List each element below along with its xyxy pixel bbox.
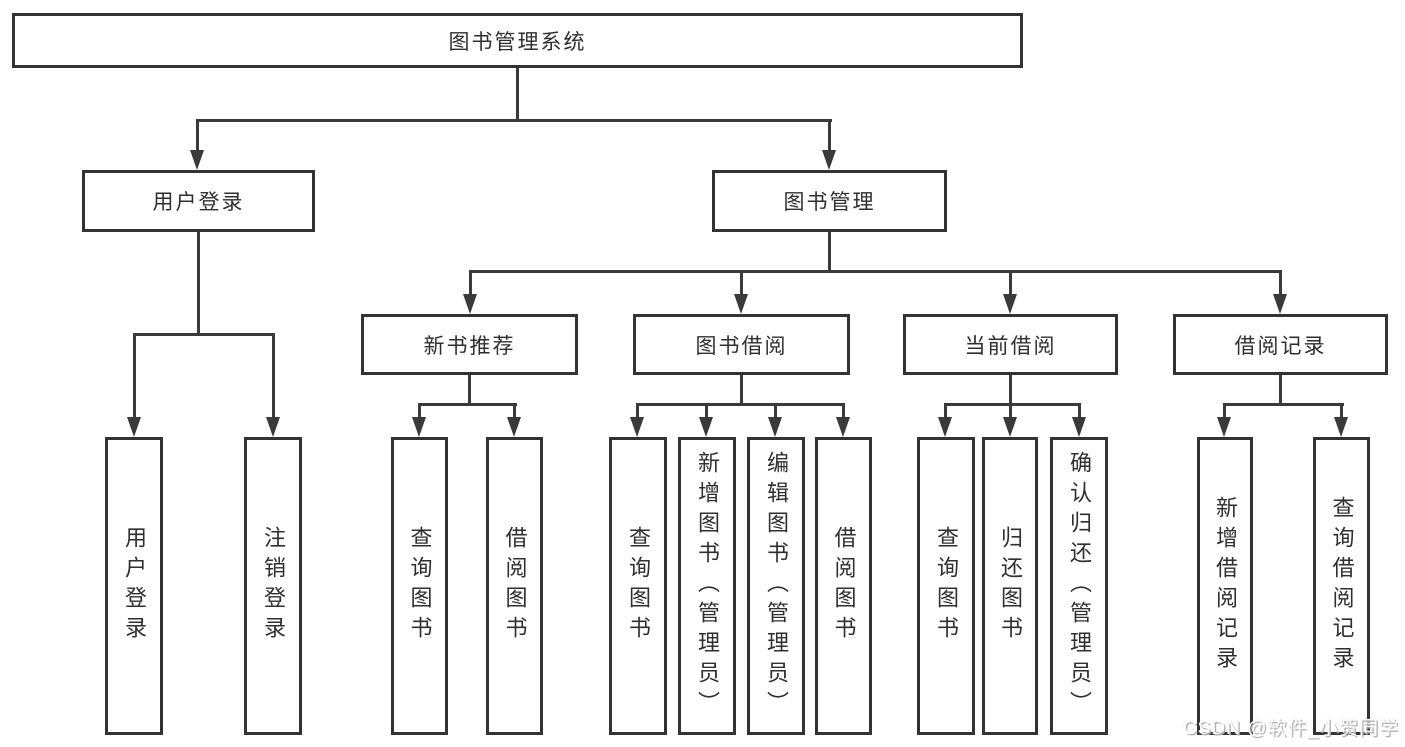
connector-arrowhead-icon — [1003, 294, 1017, 314]
connector-arrowhead-icon — [734, 294, 748, 314]
connector-line — [1078, 403, 1081, 421]
connector-line — [944, 403, 1081, 406]
connector-arrowhead-icon — [1273, 294, 1287, 314]
leaf-query-books-3: 查询图书 — [917, 437, 975, 735]
connector-line — [842, 403, 845, 421]
connector-arrowhead-icon — [768, 417, 782, 437]
connector-line — [469, 270, 472, 297]
connector-line — [468, 375, 471, 406]
node-new-book-recommend: 新书推荐 — [361, 314, 578, 375]
connector-arrowhead-icon — [507, 417, 521, 437]
leaf-borrow-books-2: 借阅图书 — [815, 437, 872, 735]
connector-line — [1340, 403, 1343, 421]
node-root: 图书管理系统 — [12, 13, 1023, 68]
connector-line — [740, 375, 743, 406]
node-book-borrow: 图书借阅 — [633, 314, 850, 375]
leaf-return-book: 归还图书 — [982, 437, 1038, 735]
connector-line — [418, 403, 517, 406]
node-book-management: 图书管理 — [712, 170, 947, 232]
leaf-add-borrow-record: 新增借阅记录 — [1197, 437, 1253, 735]
connector-line — [828, 232, 831, 273]
connector-line — [705, 403, 708, 421]
connector-line — [1279, 375, 1282, 406]
connector-arrowhead-icon — [630, 417, 644, 437]
connector-arrowhead-icon — [836, 417, 850, 437]
node-current-borrow: 当前借阅 — [903, 314, 1118, 375]
connector-arrowhead-icon — [1334, 417, 1348, 437]
connector-arrowhead-icon — [463, 294, 477, 314]
connector-arrowhead-icon — [190, 150, 204, 170]
connector-line — [516, 68, 519, 120]
csdn-watermark: CSDN @软件_小贺同学 — [1183, 718, 1399, 739]
connector-line — [1223, 403, 1344, 406]
connector-line — [774, 403, 777, 421]
connector-arrowhead-icon — [1072, 417, 1086, 437]
connector-line — [944, 403, 947, 421]
connector-line — [1009, 270, 1012, 297]
connector-line — [1223, 403, 1226, 421]
connector-line — [1009, 375, 1012, 406]
connector-line — [133, 333, 275, 336]
leaf-user-login: 用户登录 — [105, 437, 163, 735]
connector-line — [1009, 403, 1012, 421]
connector-arrowhead-icon — [412, 417, 426, 437]
leaf-borrow-books-1: 借阅图书 — [486, 437, 543, 735]
connector-arrowhead-icon — [266, 417, 280, 437]
connector-line — [828, 119, 831, 152]
leaf-query-borrow-record: 查询借阅记录 — [1313, 437, 1370, 735]
node-borrow-records: 借阅记录 — [1173, 314, 1388, 375]
connector-line — [469, 270, 1282, 273]
connector-arrowhead-icon — [938, 417, 952, 437]
leaf-logout: 注销登录 — [244, 437, 302, 735]
connector-line — [196, 119, 832, 122]
connector-line — [1279, 270, 1282, 297]
leaf-query-books-1: 查询图书 — [391, 437, 448, 735]
connector-arrowhead-icon — [699, 417, 713, 437]
connector-arrowhead-icon — [1217, 417, 1231, 437]
node-user-login: 用户登录 — [82, 170, 315, 232]
connector-arrowhead-icon — [1003, 417, 1017, 437]
leaf-confirm-return-admin: 确认归还（管理员） — [1050, 437, 1108, 735]
connector-line — [513, 403, 516, 421]
leaf-query-books-2: 查询图书 — [609, 437, 667, 735]
connector-line — [636, 403, 639, 421]
connector-line — [740, 270, 743, 297]
connector-line — [196, 119, 199, 152]
connector-line — [272, 333, 275, 419]
connector-line — [133, 333, 136, 419]
connector-line — [636, 403, 845, 406]
connector-line — [197, 232, 200, 336]
connector-arrowhead-icon — [822, 150, 836, 170]
connector-arrowhead-icon — [127, 417, 141, 437]
connector-line — [418, 403, 421, 421]
leaf-add-book-admin: 新增图书（管理员） — [678, 437, 736, 735]
leaf-edit-book-admin: 编辑图书（管理员） — [747, 437, 805, 735]
